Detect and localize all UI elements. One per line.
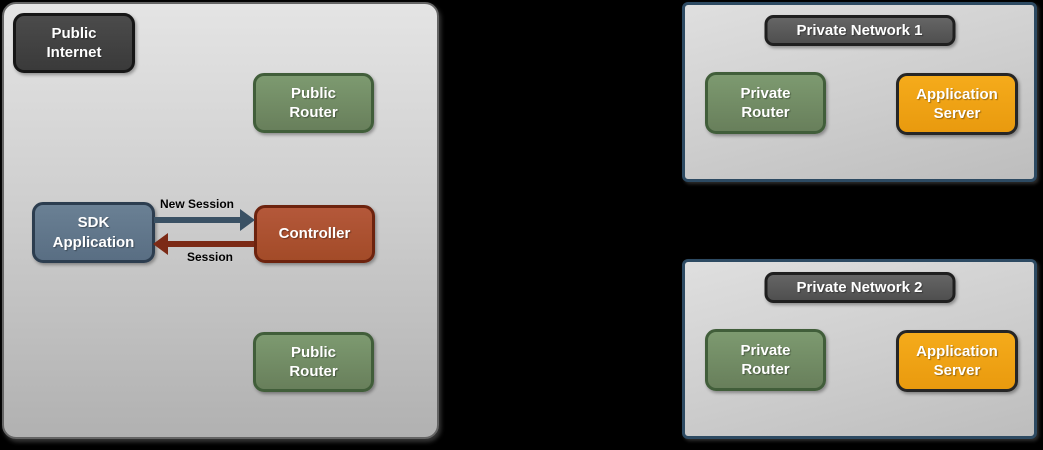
new-session-arrow-label: New Session xyxy=(159,197,235,211)
node-public-router-top: Public Router xyxy=(253,73,374,133)
new-session-arrowhead-icon xyxy=(240,209,255,231)
private-network-1-title: Private Network 1 xyxy=(764,15,955,46)
new-session-arrow-shaft xyxy=(154,217,242,223)
node-sdk-application: SDK Application xyxy=(32,202,155,263)
node-private-router-2: Private Router xyxy=(705,329,826,391)
public-internet-label: Public Internet xyxy=(13,13,135,73)
private-network-2-zone: Private Network 2 Private Router Applica… xyxy=(682,259,1037,439)
session-arrow-label: Session xyxy=(186,250,234,264)
session-arrow-shaft xyxy=(168,241,254,247)
public-internet-zone: Public Internet Public Router SDK Applic… xyxy=(2,2,439,439)
session-arrowhead-icon xyxy=(153,233,168,255)
private-network-1-zone: Private Network 1 Private Router Applica… xyxy=(682,2,1037,182)
private-network-2-title: Private Network 2 xyxy=(764,272,955,303)
node-application-server-2: Application Server xyxy=(896,330,1018,392)
node-private-router-1: Private Router xyxy=(705,72,826,134)
node-controller: Controller xyxy=(254,205,375,263)
node-application-server-1: Application Server xyxy=(896,73,1018,135)
node-public-router-bottom: Public Router xyxy=(253,332,374,392)
